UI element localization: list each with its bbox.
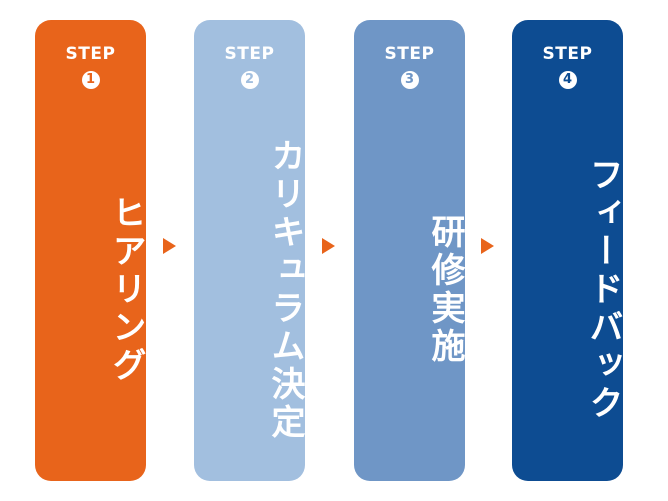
step-card-2: STEP 2 カリキュラム決定 — [194, 20, 305, 481]
step-number-badge: 4 — [558, 71, 577, 89]
step-label: STEP — [224, 44, 275, 64]
step-card-3: STEP 3 研修実施 — [354, 20, 465, 481]
step-label: STEP — [542, 44, 593, 64]
step-number-badge: 3 — [400, 71, 419, 89]
step-card-1: STEP 1 ヒアリング — [35, 20, 146, 481]
step-title: カリキュラム決定 — [265, 138, 305, 442]
arrow-right-icon — [322, 238, 335, 254]
arrow-right-icon — [481, 238, 494, 254]
arrow-right-icon — [163, 238, 176, 254]
step-title: 研修実施 — [425, 214, 465, 366]
step-label: STEP — [65, 44, 116, 64]
step-title: ヒアリング — [106, 195, 146, 385]
step-title: フィードバック — [583, 157, 623, 423]
step-card-4: STEP 4 フィードバック — [512, 20, 623, 481]
step-number-badge: 2 — [240, 71, 259, 89]
step-label: STEP — [384, 44, 435, 64]
step-number-badge: 1 — [81, 71, 100, 89]
